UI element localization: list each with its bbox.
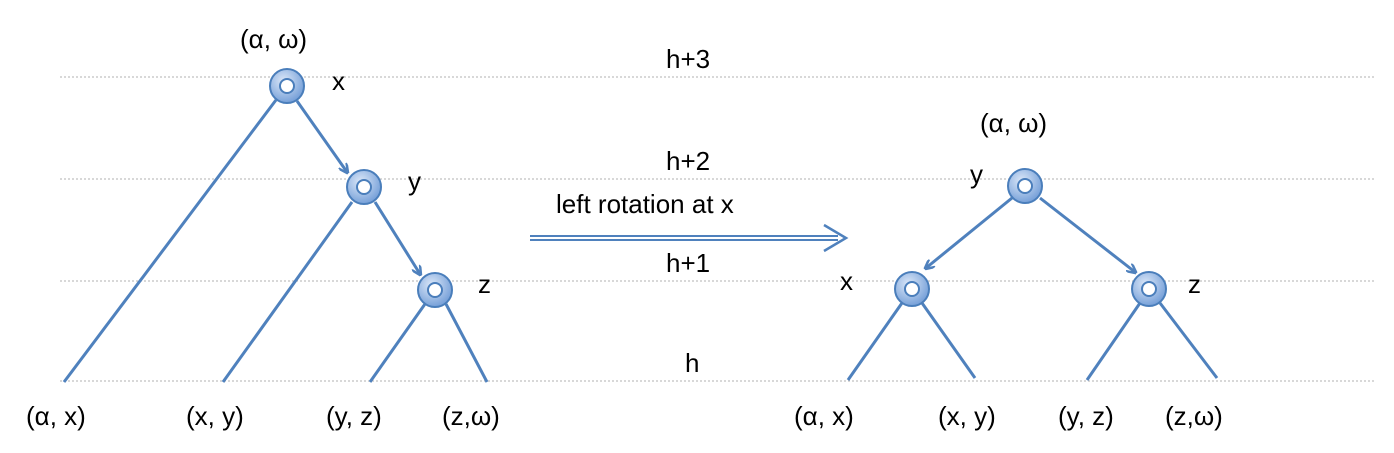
right-node-y xyxy=(1007,168,1043,204)
right-node-z-label: z xyxy=(1188,269,1201,299)
right-tree: (α, ω) y x z (α, x) (x, y) (y, z) (z,ω) xyxy=(794,108,1223,431)
left-tree: (α, ω) x y z (α, x) (x, y) (y, z) (z,ω) xyxy=(26,24,500,431)
level-gridlines xyxy=(60,76,1374,382)
right-edge-y-to-z xyxy=(1039,196,1135,272)
right-leaf-zw: (z,ω) xyxy=(1165,401,1223,431)
right-leaf-xy: (x, y) xyxy=(938,401,996,431)
left-root-range: (α, ω) xyxy=(240,24,307,54)
left-edge-y-to-z xyxy=(373,201,420,274)
left-leaf-yz: (y, z) xyxy=(326,401,382,431)
level-label-h2: h+2 xyxy=(666,146,710,176)
left-node-x xyxy=(269,68,305,104)
right-edge-x-to-leaf-ax xyxy=(846,302,904,381)
right-node-x-label: x xyxy=(840,266,853,296)
right-node-y-label: y xyxy=(970,159,983,189)
left-edge-z-to-leaf-zw xyxy=(444,303,489,383)
level-label-h0: h xyxy=(685,348,699,378)
right-edge-z-to-leaf-yz xyxy=(1085,302,1142,381)
right-edge-z-to-leaf-zw xyxy=(1158,302,1219,379)
left-node-y-label: y xyxy=(408,166,421,196)
left-leaf-xy: (x, y) xyxy=(186,401,244,431)
right-edge-y-to-x xyxy=(926,196,1013,268)
right-leaf-ax: (α, x) xyxy=(794,401,854,431)
left-node-x-label: x xyxy=(332,66,345,96)
left-node-z-label: z xyxy=(478,269,491,299)
left-leaf-ax: (α, x) xyxy=(26,401,86,431)
right-node-z xyxy=(1131,271,1167,307)
right-node-x xyxy=(894,271,930,307)
rotation-arrow xyxy=(530,223,849,253)
right-edge-x-to-leaf-xy xyxy=(920,302,977,379)
left-leaf-zw: (z,ω) xyxy=(442,401,500,431)
left-edge-x-to-y xyxy=(295,100,347,172)
level-label-h3: h+3 xyxy=(666,44,710,74)
left-edge-z-to-leaf-yz xyxy=(368,303,427,383)
left-edge-y-to-leaf-xy xyxy=(221,201,354,383)
level-label-h1: h+1 xyxy=(666,248,710,278)
right-root-range: (α, ω) xyxy=(980,108,1047,138)
left-node-z xyxy=(417,272,453,308)
operation-label: left rotation at x xyxy=(556,189,734,219)
right-leaf-yz: (y, z) xyxy=(1058,401,1114,431)
left-node-y xyxy=(346,169,382,205)
left-edge-x-to-leaf-ax xyxy=(62,99,278,383)
